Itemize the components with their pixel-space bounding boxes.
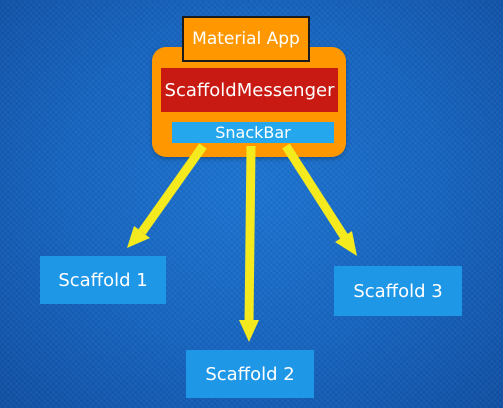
- material-app-box: Material App: [182, 16, 310, 62]
- snackbar-box: SnackBar: [172, 122, 334, 143]
- arrow-to-scaffold-3: [282, 143, 357, 256]
- scaffold-3-label: Scaffold 3: [353, 280, 443, 302]
- scaffold-1-label: Scaffold 1: [58, 269, 148, 291]
- scaffold-messenger-label: ScaffoldMessenger: [164, 79, 335, 101]
- scaffold-1-box: Scaffold 1: [40, 256, 166, 304]
- scaffold-3-box: Scaffold 3: [334, 266, 462, 316]
- material-app-label: Material App: [192, 29, 300, 49]
- arrow-to-scaffold-1: [127, 143, 207, 248]
- snackbar-label: SnackBar: [215, 123, 291, 142]
- scaffold-2-box: Scaffold 2: [186, 350, 314, 398]
- arrow-to-scaffold-2: [239, 145, 259, 342]
- scaffold-messenger-box: ScaffoldMessenger: [161, 68, 338, 112]
- scaffold-2-label: Scaffold 2: [205, 363, 295, 385]
